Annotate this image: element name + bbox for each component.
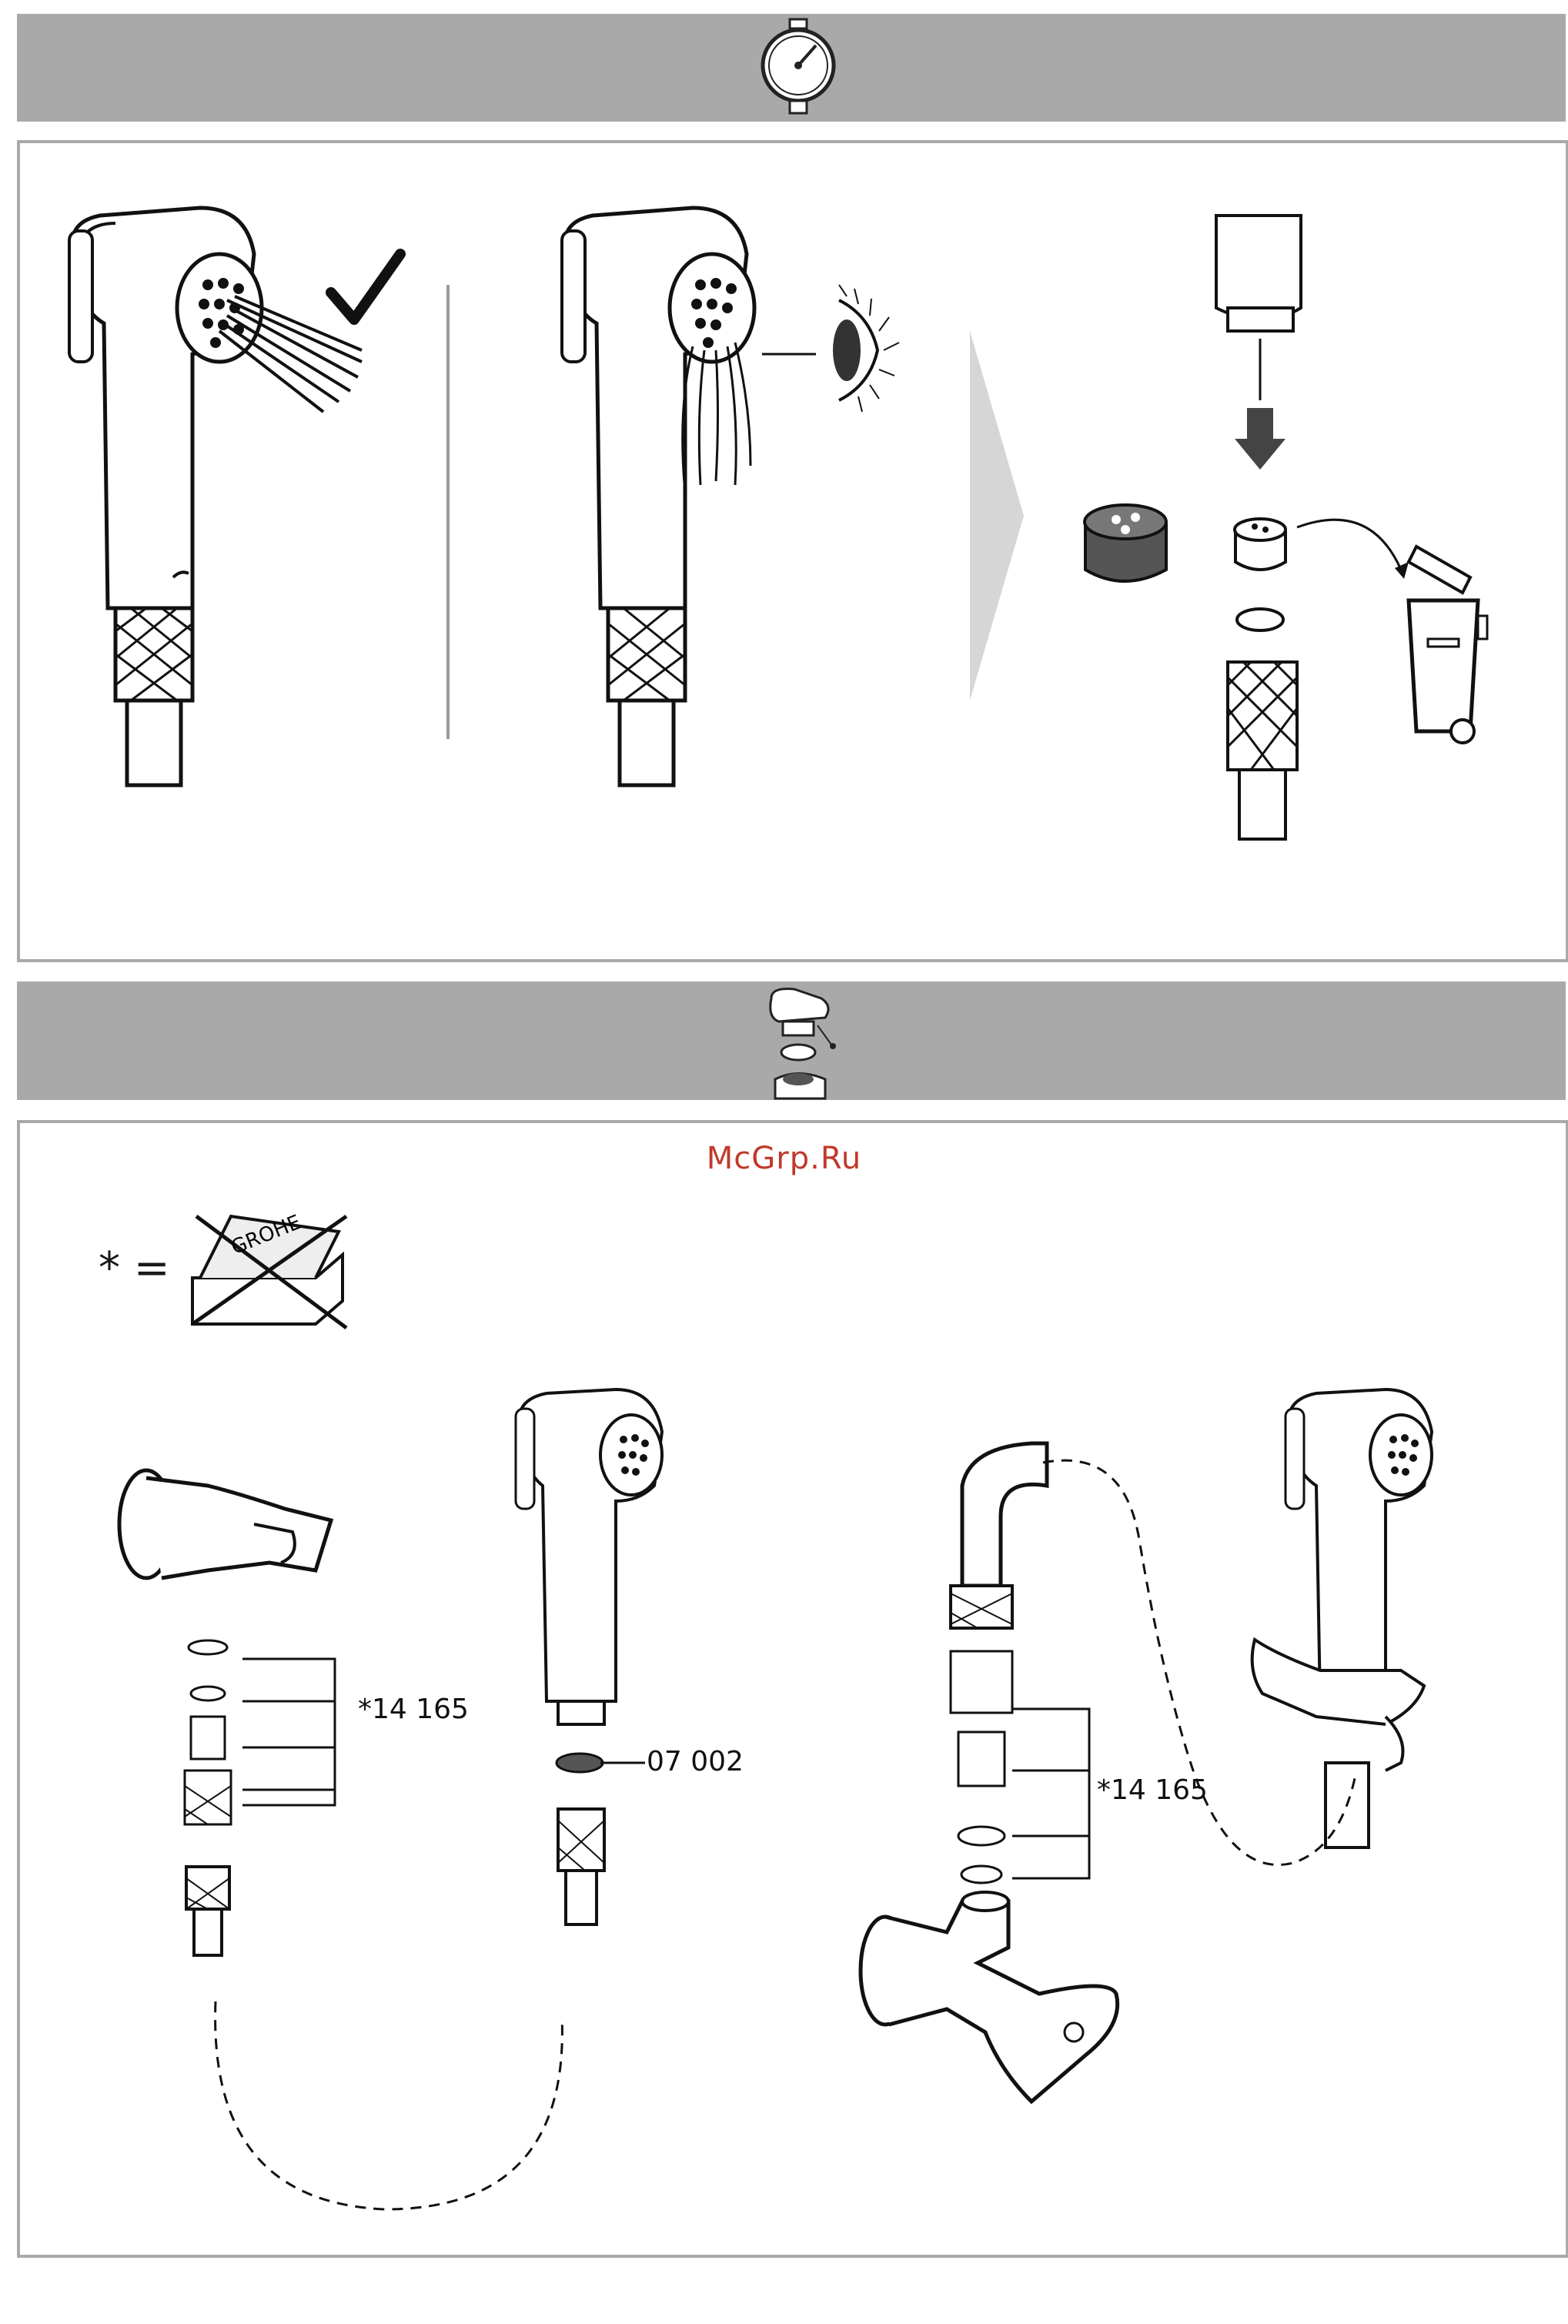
- eye-icon: [824, 285, 931, 416]
- checkmark-icon: [323, 246, 408, 331]
- spare-part-legend-label: * =: [99, 1243, 170, 1293]
- pressure-gauge-icon: [756, 18, 841, 118]
- next-step-arrow-icon: [970, 331, 1031, 701]
- mixer-tap-icon: [756, 983, 848, 1098]
- hand-shower-connection: [500, 1378, 700, 1932]
- hand-shower-spraying: [46, 192, 369, 808]
- waste-bin-icon: [1386, 539, 1493, 754]
- header-band-installation: [17, 981, 1566, 1100]
- hose-dashed-right: [1039, 1447, 1362, 1909]
- header-band-gauge: [17, 14, 1566, 122]
- leader-line-washer: [600, 1759, 647, 1767]
- part-number-label-washer: 07 002: [647, 1746, 744, 1777]
- hand-shower-dripping: [539, 192, 862, 808]
- hose-dashed-left: [208, 2001, 608, 2217]
- watermark-text: McGrp.Ru: [0, 1141, 1568, 1176]
- leader-lines-left: [235, 1651, 350, 1851]
- part-number-label-left: *14 165: [358, 1694, 469, 1725]
- grohe-box-crossed-icon: GROHE: [185, 1201, 354, 1332]
- step-divider: [446, 285, 450, 739]
